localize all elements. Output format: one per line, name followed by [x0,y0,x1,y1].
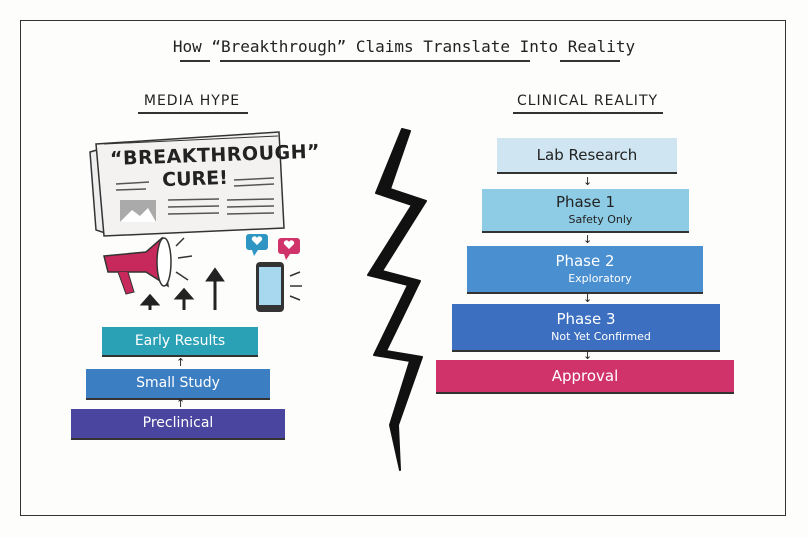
hype-step-early-results: Early Results [102,327,258,355]
rising-arrows-icon [139,267,225,310]
step-label: Approval [551,367,619,385]
step-sublabel: Exploratory [568,272,632,285]
step-label: Phase 2 [555,252,615,270]
hype-step-small-study: Small Study [86,369,270,398]
arrow-up-icon: ↑ [176,356,186,369]
step-sublabel: Not Yet Confirmed [551,330,651,343]
step-label: Small Study [136,375,220,391]
arrow-up-icon: ↑ [176,397,186,410]
newspaper-icon [89,131,285,237]
title-underline [180,60,210,62]
title-underline [220,60,530,62]
step-sublabel: Safety Only [568,213,633,226]
reality-step-phase-2: Phase 2 Exploratory [467,246,703,292]
reality-step-approval: Approval [436,360,734,392]
step-label: Preclinical [142,415,214,431]
reality-step-phase-3: Phase 3 Not Yet Confirmed [452,304,720,350]
step-label: Lab Research [536,146,638,164]
lightning-divider-icon [367,128,427,471]
diagram-title: How “Breakthrough” Claims Translate Into… [172,37,636,56]
arrow-down-icon: ↓ [583,349,593,362]
frame [20,20,786,516]
arrow-down-icon: ↓ [583,175,593,188]
title-underline [560,60,620,62]
hype-step-preclinical: Preclinical [71,409,285,438]
step-label: Early Results [134,333,226,349]
heading-underline [138,112,248,114]
arrow-down-icon: ↓ [583,292,593,305]
reality-step-phase-1: Phase 1 Safety Only [482,189,689,231]
media-hype-heading: MEDIA HYPE [143,93,241,109]
heading-underline [513,112,663,114]
step-label: Phase 3 [556,310,616,328]
arrow-down-icon: ↓ [583,233,593,246]
phone-icon [246,234,302,312]
megaphone-icon [103,236,193,295]
clinical-reality-heading: CLINICAL REALITY [516,93,659,109]
step-label: Phase 1 [555,193,616,211]
reality-step-lab-research: Lab Research [497,138,677,172]
